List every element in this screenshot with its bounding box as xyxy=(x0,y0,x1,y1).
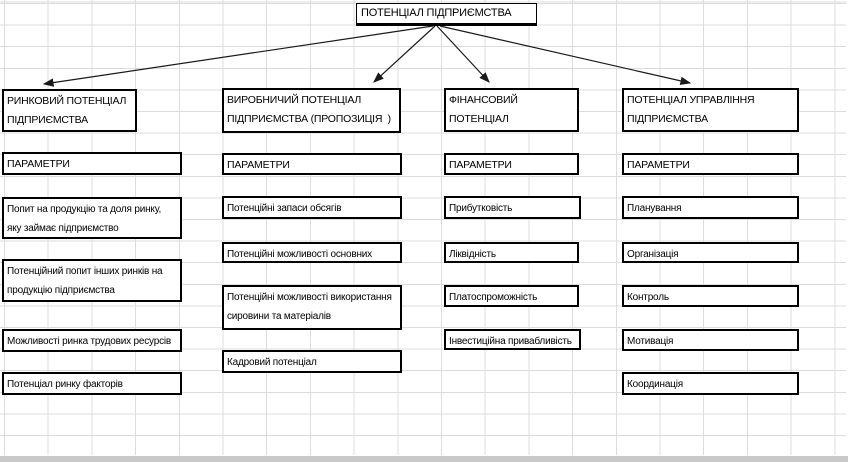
item-control: Контроль xyxy=(622,285,799,307)
item-profitability: Прибутковість xyxy=(444,196,581,219)
item-labor-market-opportunities: Можливості ринка трудових ресурсів xyxy=(2,329,182,352)
item-potential-demand-other-markets: Потенційний попит інших ринків на продук… xyxy=(2,259,182,302)
item-personnel-potential: Кадровий потенціал xyxy=(222,350,402,373)
item-solvency: Платоспроможність xyxy=(444,285,579,307)
item-demand-market-share: Попит на продукцію та доля ринку, яку за… xyxy=(2,197,182,239)
item-organization: Організація xyxy=(622,242,799,263)
header-production-potential: ВИРОБНИЧИЙ ПОТЕНЦІАЛ ПІДПРИЄМСТВА (ПРОПО… xyxy=(222,88,401,133)
header-management-potential: ПОТЕНЦІАЛ УПРАВЛІННЯ ПІДПРИЄМСТВА xyxy=(622,88,799,132)
item-production-factors-market: Потенціал ринку факторів виробництва xyxy=(2,372,182,395)
item-planning: Планування xyxy=(622,196,799,219)
item-liquidity: Ліквідність xyxy=(444,242,579,263)
params-label-financial: ПАРАМЕТРИ xyxy=(444,153,579,175)
item-motivation: Мотивація xyxy=(622,329,799,351)
header-market-potential: РИНКОВИЙ ПОТЕНЦІАЛ ПІДПРИЄМСТВА (ПОПИТ) xyxy=(2,89,137,132)
item-fixed-assets-capabilities: Потенційні можливості основних засобів xyxy=(222,242,402,263)
item-potential-output-reserves: Потенційні запаси обсягів виробництва xyxy=(222,196,402,219)
bottom-gray-strip xyxy=(0,456,848,462)
item-raw-materials-usage: Потенційні можливості використання сиров… xyxy=(222,285,402,330)
root-node-enterprise-potential: ПОТЕНЦІАЛ ПІДПРИЄМСТВА xyxy=(356,3,537,26)
params-label-production: ПАРАМЕТРИ xyxy=(222,153,402,175)
params-label-market: ПАРАМЕТРИ xyxy=(2,152,182,175)
item-investment-attractiveness: Інвестиційна привабливість xyxy=(444,329,581,350)
item-coordination: Координація xyxy=(622,372,799,395)
params-label-management: ПАРАМЕТРИ xyxy=(622,153,799,175)
header-financial-potential: ФІНАНСОВИЙ ПОТЕНЦІАЛ ПІДПРИЄМСТВА xyxy=(444,88,579,132)
